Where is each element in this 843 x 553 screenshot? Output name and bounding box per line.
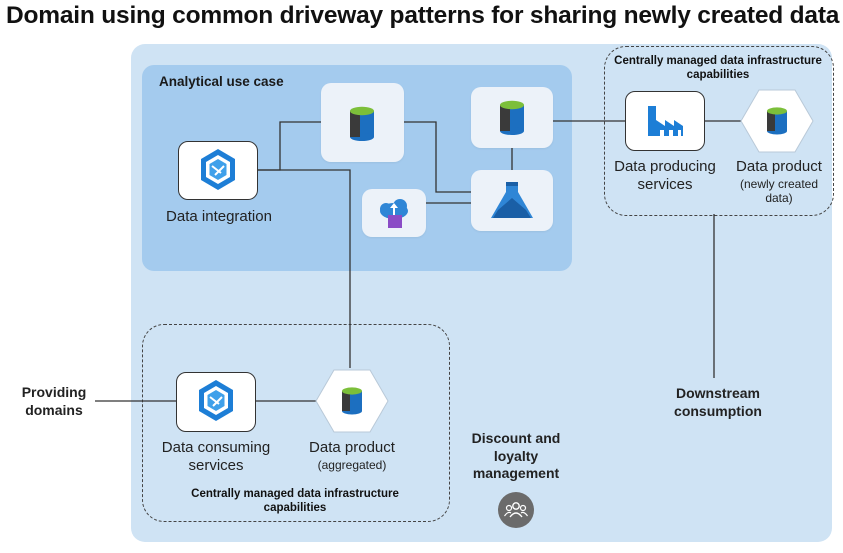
machine-learning-icon [491, 182, 533, 218]
discount-loyalty-label: Discount and loyalty management [471, 430, 561, 481]
diagram-title: Domain using common driveway patterns fo… [6, 2, 840, 29]
data-product-bottom-sublabel: (aggregated) [317, 458, 387, 472]
data-product-top-hexagon [740, 89, 814, 153]
people-icon [498, 492, 534, 528]
connector-integration-db [258, 121, 321, 171]
database-tile-2 [471, 87, 553, 148]
top-infra-boundary [604, 46, 834, 216]
data-integration-icon [201, 149, 235, 190]
bottom-infra-boundary [142, 324, 450, 522]
connector-db-ml [404, 121, 472, 193]
data-product-bottom-hexagon [315, 369, 389, 433]
data-integration-icon [199, 380, 233, 421]
data-producing-tile [625, 91, 705, 151]
database-icon [500, 100, 524, 135]
upload-tile [362, 189, 426, 237]
data-product-top-sublabel: (newly created data) [739, 177, 819, 205]
top-infra-label: Centrally managed data infrastructure ca… [614, 55, 822, 81]
data-integration-tile [178, 141, 258, 200]
analytical-use-case-label: Analytical use case [159, 74, 284, 89]
factory-icon [648, 106, 683, 136]
database-icon [350, 106, 374, 141]
connector-integration-bottom-product [258, 169, 351, 368]
upload-cloud-icon [380, 199, 408, 228]
database-icon [767, 107, 787, 135]
providing-domains-label: Providing domains [21, 384, 87, 418]
data-product-bottom-label: Data product [309, 439, 395, 456]
downstream-consumption-label: Downstream consumption [674, 385, 762, 419]
data-consuming-label: Data consuming services [161, 439, 271, 474]
machine-learning-tile [471, 170, 553, 231]
data-integration-label: Data integration [166, 208, 272, 225]
data-consuming-tile [176, 372, 256, 432]
database-icon [342, 387, 362, 415]
database-tile-1 [321, 83, 404, 162]
data-product-top-label: Data product [736, 158, 822, 175]
bottom-infra-label: Centrally managed data infrastructure ca… [191, 488, 399, 514]
data-producing-label: Data producing services [614, 158, 716, 193]
